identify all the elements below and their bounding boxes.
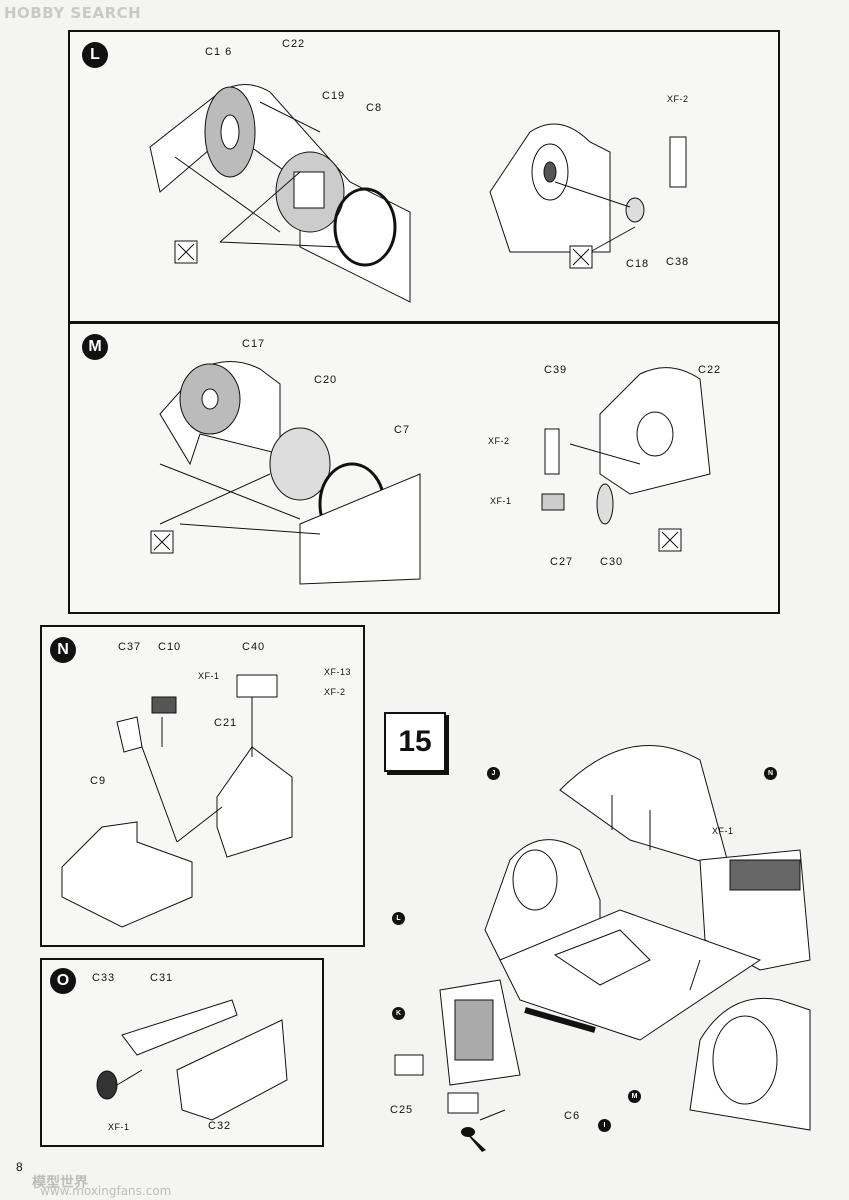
part-label: C22 (282, 38, 306, 50)
part-label: C1 6 (205, 46, 233, 58)
panel-label-o: O (50, 968, 76, 994)
paint-code: XF-2 (488, 436, 510, 446)
paint-code: XF-1 (490, 496, 512, 506)
part-label: C30 (600, 556, 624, 568)
marker-n: N (764, 767, 777, 780)
paint-code: XF-1 (712, 826, 734, 836)
panel-m-drawing (70, 324, 780, 614)
panel-l: L (68, 30, 780, 323)
panel-m: M C17 C20 C7 C39 XF-2 C22 (68, 322, 780, 614)
panel-label-l: L (82, 42, 108, 68)
paint-dot-icon (461, 1127, 486, 1152)
paint-code: XF-13 (324, 667, 352, 677)
no-glue-icon (150, 530, 174, 554)
panel-o: O C33 C31 XF-1 C32 (40, 958, 324, 1147)
panel-n: N C37 C10 XF-1 C40 XF-13 XF-2 C21 C9 (40, 625, 365, 947)
part-label: C40 (242, 641, 266, 653)
step-number: 15 (384, 712, 446, 772)
part-label: C8 (366, 102, 383, 114)
paint-code: XF-1 (198, 671, 220, 681)
part-label: C20 (314, 374, 338, 386)
part-label: C38 (666, 256, 690, 268)
marker-j: J (487, 767, 500, 780)
panel-label-m: M (82, 334, 108, 360)
part-label: C22 (698, 364, 722, 376)
paint-code: XF-1 (108, 1122, 130, 1132)
part-label: C31 (150, 972, 174, 984)
part-label: C18 (626, 258, 650, 270)
part-label: C32 (208, 1120, 232, 1132)
panel-label-n: N (50, 637, 76, 663)
marker-m: M (628, 1090, 641, 1103)
watermark-logo: HOBBY SEARCH (4, 4, 142, 22)
part-label: C39 (544, 364, 568, 376)
panel-l-drawing (70, 32, 780, 323)
part-label: C19 (322, 90, 346, 102)
panel-n-drawing (42, 627, 365, 947)
part-label: C7 (394, 424, 411, 436)
part-label: C25 (390, 1104, 414, 1116)
paint-code: XF-2 (667, 94, 689, 104)
part-label: C9 (90, 775, 107, 787)
no-glue-icon (658, 528, 682, 552)
watermark-bottom: 模型世界 (32, 1175, 88, 1191)
part-label: C6 (564, 1110, 581, 1122)
marker-l: L (392, 912, 405, 925)
paint-code: XF-2 (324, 687, 346, 697)
part-label: C17 (242, 338, 266, 350)
marker-i: I (598, 1119, 611, 1132)
part-label: C10 (158, 641, 182, 653)
marker-k: K (392, 1007, 405, 1020)
watermark-url: www.moxingfans.com (40, 1184, 172, 1198)
page-number: 8 (16, 1160, 23, 1174)
part-label: C27 (550, 556, 574, 568)
part-label: C21 (214, 717, 238, 729)
no-glue-icon (174, 240, 198, 264)
no-glue-icon (569, 245, 593, 269)
part-label: C37 (118, 641, 142, 653)
part-label: C33 (92, 972, 116, 984)
panel-o-drawing (42, 960, 324, 1147)
